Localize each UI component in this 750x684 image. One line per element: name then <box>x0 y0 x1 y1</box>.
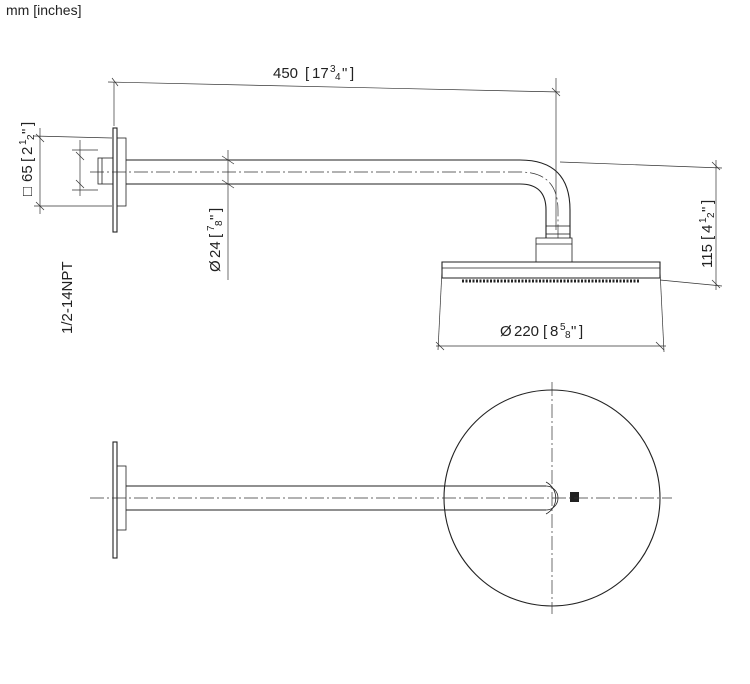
arm-diameter-symbol: Ø <box>207 260 224 272</box>
svg-text:": " <box>19 129 36 134</box>
svg-text:]: ] <box>699 200 716 204</box>
svg-text:2: 2 <box>26 134 37 140</box>
svg-text:[: [ <box>305 65 310 82</box>
svg-text:3: 3 <box>330 64 336 75</box>
head-connector <box>535 237 573 263</box>
svg-text:[: [ <box>19 157 36 162</box>
svg-text:": " <box>699 207 716 212</box>
head-diameter-symbol: Ø <box>500 323 512 340</box>
shower-arm-bottom <box>126 183 547 238</box>
svg-text:8: 8 <box>550 323 558 340</box>
svg-text:]: ] <box>350 65 354 82</box>
units-label: mm [inches] <box>6 2 82 18</box>
svg-text:]: ] <box>579 323 583 340</box>
shower-arm-top <box>126 159 571 238</box>
thread-connector <box>97 157 114 185</box>
svg-text:1: 1 <box>698 217 709 223</box>
svg-text:]: ] <box>19 122 36 126</box>
svg-text:2: 2 <box>706 212 717 218</box>
svg-text:": " <box>207 215 224 220</box>
svg-text:2: 2 <box>19 147 36 155</box>
svg-text:": " <box>571 323 576 340</box>
svg-text:5: 5 <box>560 322 566 333</box>
length-value: 450 <box>273 65 298 82</box>
svg-text:": " <box>342 65 347 82</box>
svg-text:1: 1 <box>18 139 29 145</box>
svg-text:4: 4 <box>699 225 716 233</box>
svg-text:]: ] <box>207 208 224 212</box>
svg-text:8: 8 <box>214 220 225 226</box>
shower-head-side <box>441 261 661 279</box>
svg-text:4: 4 <box>335 72 341 83</box>
arm-joint <box>545 225 571 235</box>
svg-text:7: 7 <box>206 225 217 231</box>
svg-text:[: [ <box>699 235 716 240</box>
length-inch-whole: 17 <box>312 65 329 82</box>
svg-text:8: 8 <box>565 330 571 341</box>
svg-text:[: [ <box>207 233 224 238</box>
head-diameter-value: 220 <box>514 323 539 340</box>
connector-block <box>570 492 579 502</box>
height-value: 115 <box>699 244 716 268</box>
flange-symbol: □ <box>19 187 36 196</box>
side-view: 450 [ 17 3 4 " ] 115 [ 4 1 2 " ] Ø 220 [… <box>18 64 723 353</box>
wall-plate-top <box>112 441 118 559</box>
arm-diameter-value: 24 <box>207 241 224 258</box>
top-view <box>90 382 672 614</box>
flange-value: 65 <box>19 165 36 182</box>
svg-text:[: [ <box>543 323 548 340</box>
wall-plate <box>112 127 118 233</box>
thread-label: 1/2-14NPT <box>59 261 76 334</box>
